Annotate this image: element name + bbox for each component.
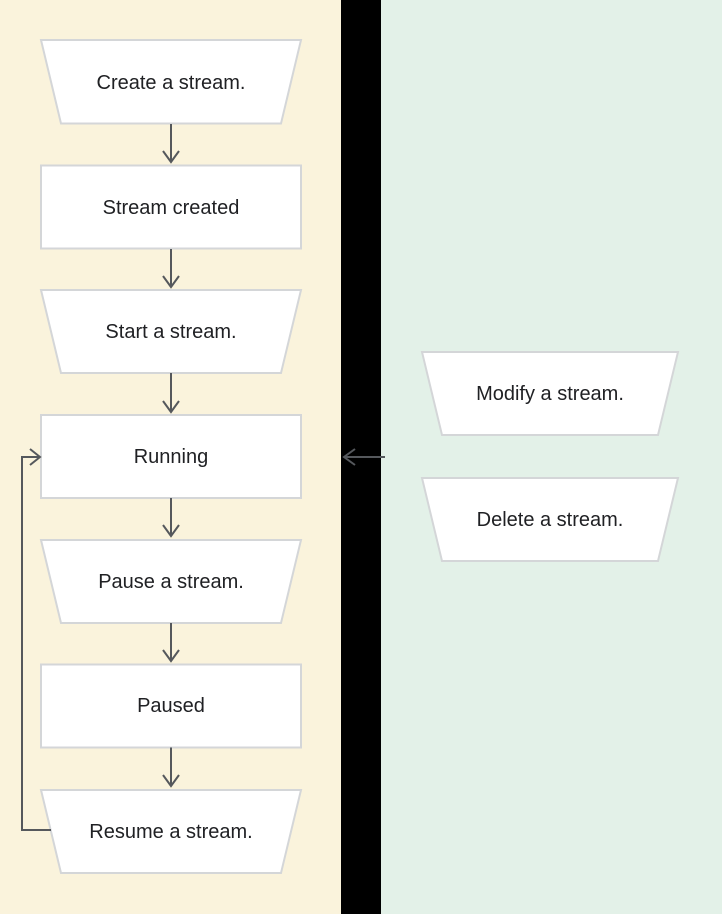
arrowhead-down-icon (162, 150, 180, 164)
arrow-running-to-pause (162, 498, 180, 538)
loop-back-resume-to-running (21, 448, 51, 831)
node-label: Start a stream. (105, 321, 236, 343)
arrow-created-to-start (162, 249, 180, 289)
arrow-create-to-created (162, 124, 180, 164)
trapezoid-shape (420, 351, 680, 436)
node-label: Stream created (103, 197, 240, 219)
node-start-a-stream: Start a stream. (39, 289, 303, 374)
right-panel-background (381, 0, 722, 914)
arrow-pause-to-paused (162, 623, 180, 663)
node-running: Running (40, 414, 302, 499)
node-modify-a-stream: Modify a stream. (420, 351, 680, 436)
node-label: Paused (137, 695, 205, 717)
trapezoid-shape (39, 39, 303, 125)
arrowhead-down-icon (162, 524, 180, 538)
rectangle-shape (40, 414, 302, 499)
node-label: Create a stream. (97, 72, 246, 94)
arrow-start-to-running (162, 373, 180, 414)
arrowhead-down-icon (162, 400, 180, 414)
trapezoid-shape (39, 289, 303, 374)
node-resume-a-stream: Resume a stream. (39, 789, 303, 874)
trapezoid-shape (39, 539, 303, 624)
node-label: Running (134, 446, 209, 468)
node-label: Modify a stream. (476, 383, 624, 405)
arrowhead-down-icon (162, 649, 180, 663)
arrowhead-down-icon (162, 275, 180, 289)
trapezoid-shape (420, 477, 680, 562)
arrow-rightpanel-to-running (342, 448, 385, 466)
arrow-paused-to-resume (162, 747, 180, 788)
trapezoid-shape (39, 789, 303, 874)
rectangle-shape (40, 663, 302, 749)
node-paused: Paused (40, 663, 302, 749)
node-label: Resume a stream. (89, 821, 252, 843)
arrowhead-left-icon (342, 448, 356, 466)
node-label: Pause a stream. (98, 571, 244, 593)
arrowhead-right-icon (29, 448, 42, 466)
node-label: Delete a stream. (477, 509, 624, 531)
node-pause-a-stream: Pause a stream. (39, 539, 303, 624)
node-stream-created: Stream created (40, 164, 302, 250)
rectangle-shape (40, 164, 302, 250)
node-create-a-stream: Create a stream. (39, 39, 303, 125)
node-delete-a-stream: Delete a stream. (420, 477, 680, 562)
arrowhead-down-icon (162, 774, 180, 788)
